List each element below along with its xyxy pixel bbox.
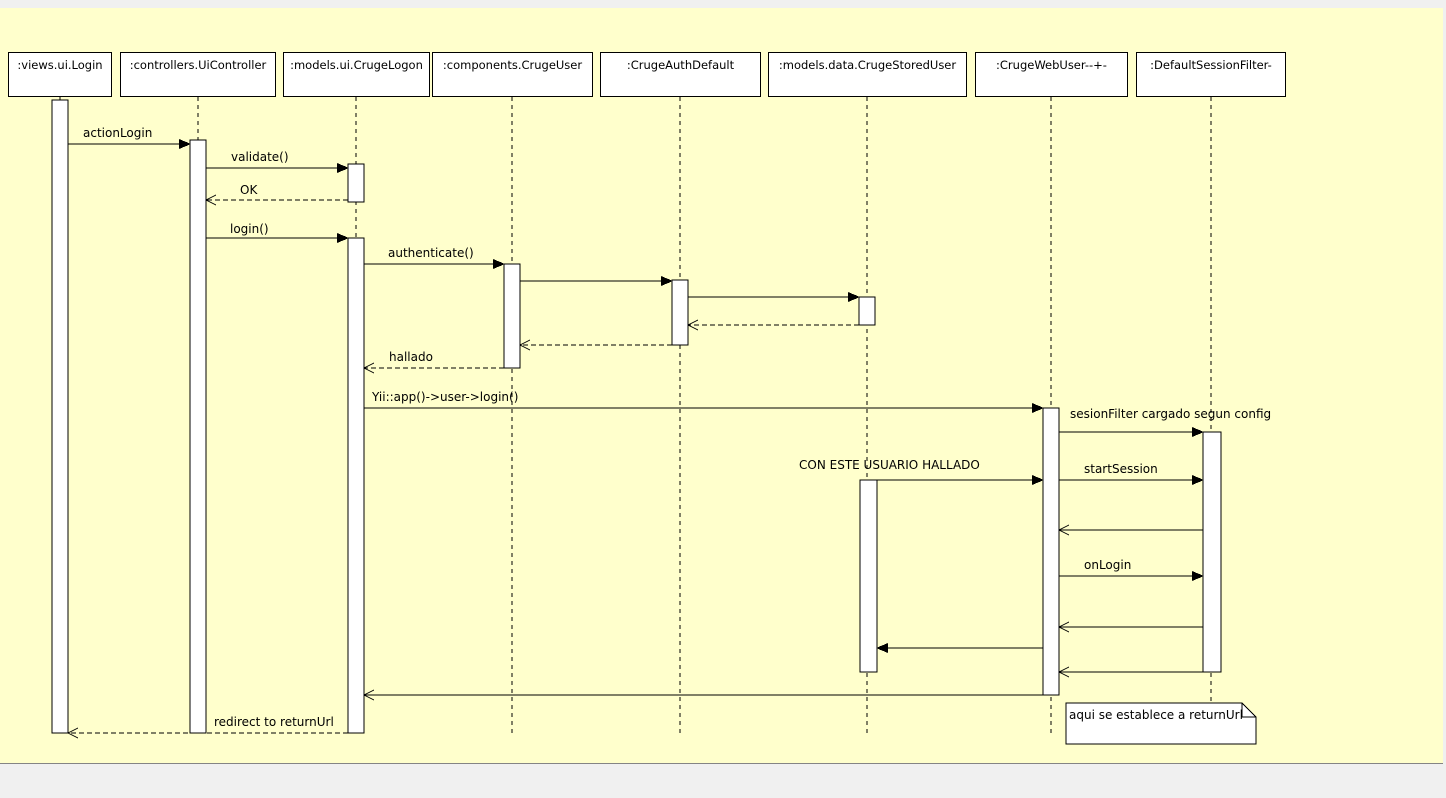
note-text: aqui se establece a returnUrl xyxy=(1069,708,1243,722)
message-label-ok: OK xyxy=(240,183,258,197)
note-shape xyxy=(1065,702,1257,745)
activation-crugewebuser xyxy=(1042,407,1060,696)
message-label-onlogin: onLogin xyxy=(1084,558,1132,572)
participant-crugewebuser: :CrugeWebUser--+- xyxy=(975,52,1128,97)
message-label-actionlogin: actionLogin xyxy=(83,126,153,140)
activation-crugelogon-validate xyxy=(347,163,365,203)
message-label-redirect-returnurl: redirect to returnUrl xyxy=(214,715,334,729)
message-label-sesionfilter: sesionFilter cargado segun config xyxy=(1070,407,1272,421)
participant-views-ui-login: :views.ui.Login xyxy=(8,52,112,97)
message-arrows xyxy=(66,139,1204,739)
participant-crugestoreduser: :models.data.CrugeStoredUser xyxy=(768,52,967,97)
message-label-validate: validate() xyxy=(231,150,289,164)
participant-crugeauthdefault: :CrugeAuthDefault xyxy=(600,52,761,97)
activation-crugelogon-login xyxy=(347,237,365,734)
activation-crugeuser xyxy=(503,263,521,369)
participant-uicontroller: :controllers.UiController xyxy=(120,52,276,97)
activation-crugestoreduser-2 xyxy=(859,479,878,673)
participant-crugeuser: :components.CrugeUser xyxy=(432,52,593,97)
activation-login xyxy=(51,99,69,734)
message-label-con-este-usuario: CON ESTE USUARIO HALLADO xyxy=(799,458,980,472)
participant-crugelogon: :models.ui.CrugeLogon xyxy=(283,52,430,97)
message-label-authenticate: authenticate() xyxy=(388,246,474,260)
activation-uicontroller xyxy=(189,139,207,734)
message-label-login: login() xyxy=(230,222,269,236)
lifelines xyxy=(59,97,1212,744)
activations xyxy=(51,99,1222,734)
message-label-startsession: startSession xyxy=(1084,462,1158,476)
note-body xyxy=(1065,702,1257,745)
note-fold-icon xyxy=(1241,703,1256,718)
activation-crugeauthdefault xyxy=(671,279,689,346)
message-label-yii-user-login: Yii::app()->user->login() xyxy=(372,390,519,404)
activation-crugestoreduser-1 xyxy=(858,296,876,326)
activation-defaultsessionfilter xyxy=(1202,431,1222,673)
message-label-hallado: hallado xyxy=(389,350,433,364)
participant-defaultsessionfilter: :DefaultSessionFilter- xyxy=(1136,52,1286,97)
